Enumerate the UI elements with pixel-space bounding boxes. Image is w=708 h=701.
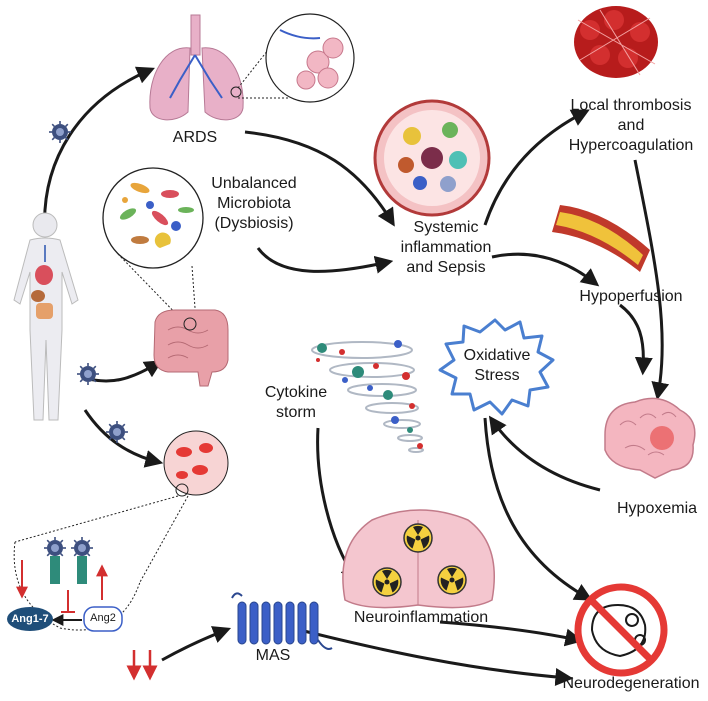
- label-neurodegeneration: Neurodegeneration: [562, 675, 700, 692]
- microbiota-icon: [102, 167, 204, 324]
- arrow-sepsis-to-thrombosis: [483, 109, 590, 226]
- cytokine-dots: [316, 340, 423, 449]
- arrow-ards-to-sepsis: [244, 130, 395, 227]
- radiation-icon: [403, 523, 433, 553]
- virus-icon: [48, 120, 72, 144]
- arrows: [43, 66, 670, 686]
- blood-clot-icon: [574, 6, 658, 78]
- label-hypoperfusion: Hypoperfusion: [579, 288, 683, 305]
- blood-cells-icon: [14, 430, 229, 583]
- label-ang17: Ang1-7: [11, 613, 49, 625]
- ang17-badge: [7, 607, 53, 631]
- label-mas: MAS: [255, 647, 291, 664]
- arrow-body-to-gut: [84, 360, 163, 383]
- arrow-mas-to-neurodegeneration: [299, 628, 574, 686]
- virus-icon: [43, 536, 67, 560]
- arrow-thrombosis-to-hypoxemia: [633, 159, 670, 401]
- label-ards: ARDS: [172, 129, 218, 146]
- blood-vessel-icon: [552, 205, 650, 272]
- arrow-body-to-lungs: [43, 66, 155, 236]
- virus-icon: [105, 420, 129, 444]
- arrow-oxidative-to-neurodegeneration: [483, 417, 593, 601]
- label-cytokine-storm: Cytokine storm: [264, 384, 328, 421]
- lungs-icon: [149, 14, 244, 121]
- tornado-icon: [311, 341, 424, 453]
- ang2-badge: [83, 606, 123, 632]
- alveoli-icon: [237, 13, 355, 103]
- radiation-icon: [437, 565, 467, 595]
- radiation-icon: [372, 567, 402, 597]
- receptor-panel: [13, 536, 158, 681]
- human-body-icon: [13, 212, 79, 421]
- arrow-redarrows-to-mas: [161, 626, 232, 662]
- arrow-sepsis-to-hypoperfusion: [491, 252, 600, 287]
- arrow-hypoperfusion-to-hypoxemia: [619, 303, 653, 376]
- virus-icon: [70, 536, 94, 560]
- intestine-icon: [153, 309, 229, 387]
- no-brain-icon: [574, 583, 668, 677]
- arrow-hypoxemia-to-oxidative: [488, 415, 601, 492]
- label-thrombosis: Local thrombosis and Hypercoagulation: [568, 97, 694, 154]
- starburst-shape: [438, 318, 555, 416]
- immune-cells-icon: [373, 99, 491, 217]
- label-hypoxemia: Hypoxemia: [616, 500, 698, 517]
- label-sepsis: Systemic inflammation and Sepsis: [400, 219, 492, 276]
- brain-icon: [604, 397, 696, 479]
- label-oxidative-stress: Oxidative Stress: [463, 347, 531, 384]
- arrow-neuroinflammation-to-neurodegeneration: [439, 620, 584, 647]
- label-neuroinflammation: Neuroinflammation: [353, 609, 489, 626]
- receptor-icon: [231, 592, 333, 650]
- label-ang2: Ang2: [90, 612, 116, 624]
- label-dysbiosis: Unbalanced Microbiota (Dysbiosis): [211, 175, 297, 232]
- arrow-body-to-blood: [83, 409, 164, 468]
- neuro-brain-icon: [342, 509, 495, 609]
- virus-icon: [76, 362, 100, 386]
- arrow-dysbiosis-to-sepsis: [256, 247, 394, 274]
